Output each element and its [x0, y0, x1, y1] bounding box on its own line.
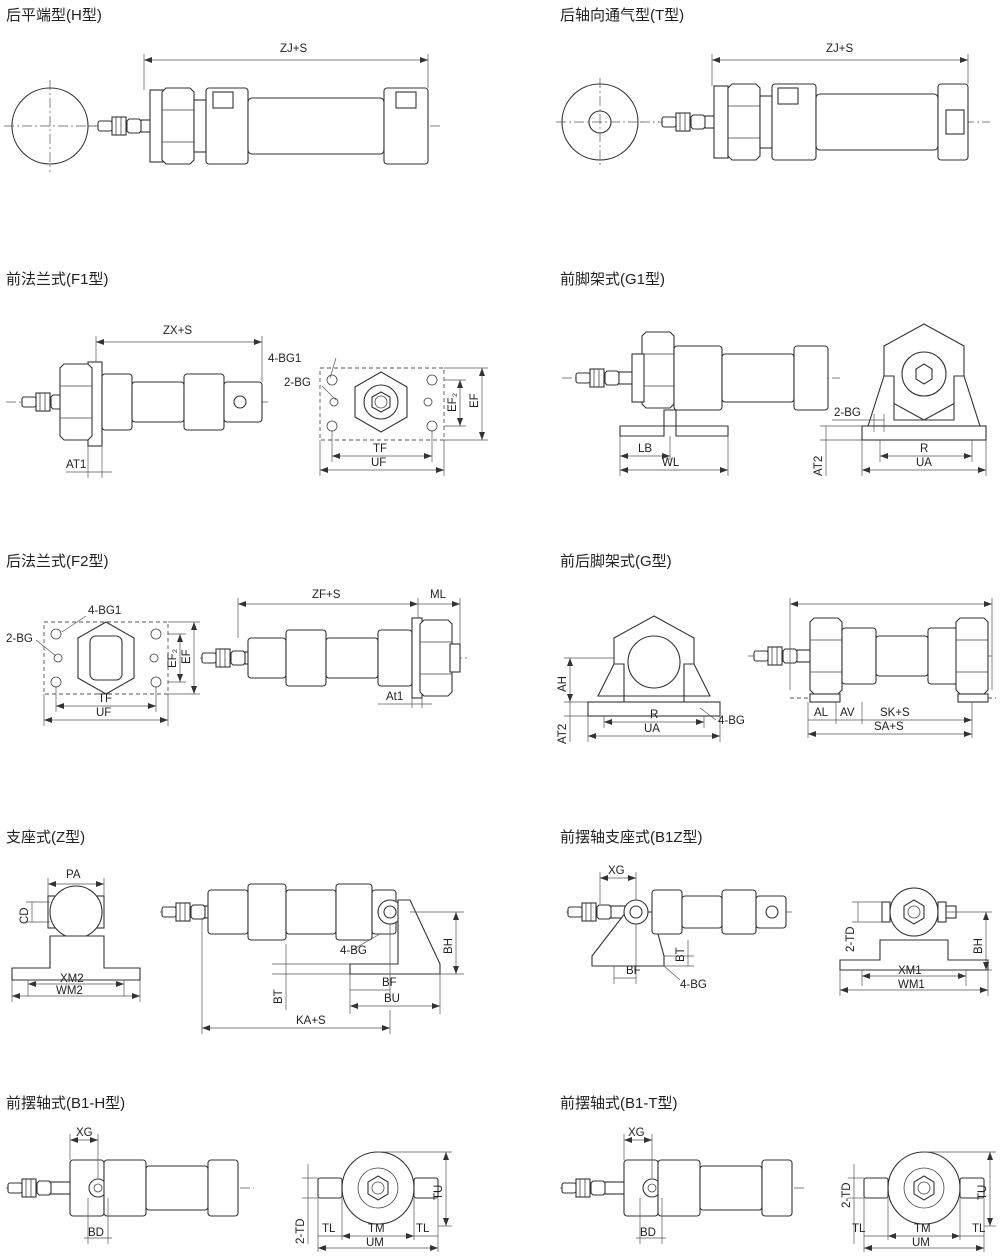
dim-label: TF	[98, 693, 112, 705]
dim-label: ZX+S	[163, 325, 192, 337]
dim-label: PA	[66, 869, 81, 881]
section-g1-type: 前脚架式(G1型) LB WL 2-BG AT2 R	[560, 271, 987, 476]
dim-label: EF	[181, 649, 193, 664]
dim-label: AT1	[66, 459, 86, 471]
dim-label: AV	[840, 707, 855, 719]
dim-label: XG	[76, 1127, 93, 1139]
dim-label: 4-BG	[680, 979, 707, 991]
dim-label: AT2	[557, 724, 569, 744]
dim-label: UF	[371, 457, 386, 469]
dim-label: AH	[557, 676, 569, 692]
dim-label: 2-BG	[284, 377, 311, 389]
dim-label: TL	[852, 1223, 866, 1235]
dim-label: BH	[973, 938, 985, 954]
dim-label: 2-TD	[845, 926, 857, 952]
dim-label: EF₂	[447, 393, 459, 412]
section-b1z-type: 前摆轴支座式(B1Z型) XG BT BF 4-BG	[560, 829, 992, 996]
dim-label: 2-TD	[295, 1218, 307, 1244]
section-g-type: 前后脚架式(G型) AH AT2 R UA 4-BG	[557, 553, 996, 744]
dim-label: 4-BG	[718, 715, 745, 727]
dim-label: EF₂	[167, 649, 179, 668]
section-title: 前法兰式(F1型)	[6, 271, 109, 288]
dim-label: CD	[19, 907, 31, 924]
dim-label: R	[650, 709, 658, 721]
dim-label: UM	[912, 1237, 930, 1249]
dim-label: XG	[608, 865, 625, 877]
section-title: 前后脚架式(G型)	[560, 553, 672, 570]
dim-label: WL	[662, 457, 680, 469]
dim-label: BT	[675, 947, 687, 962]
dim-label: TL	[416, 1223, 430, 1235]
dim-label: UA	[916, 457, 932, 469]
dim-label: At1	[386, 691, 403, 703]
dim-label: UA	[644, 723, 660, 735]
section-t-type: 后轴向通气型(T型) ZJ+S	[556, 7, 990, 166]
section-title: 前摆轴式(B1-H型)	[6, 1095, 125, 1112]
section-f2-type: 后法兰式(F2型) 4-BG1 2-BG EF₂ EF TF UF	[6, 553, 470, 726]
dim-label: AL	[814, 707, 829, 719]
dim-label: XG	[628, 1127, 645, 1139]
dim-label: TU	[977, 1185, 989, 1200]
dim-label: WM1	[898, 979, 925, 991]
dim-label: TU	[433, 1185, 445, 1200]
dim-label: LB	[638, 443, 652, 455]
dim-label: UM	[366, 1237, 384, 1249]
dim-label: 4-BG1	[88, 605, 121, 617]
dim-label: TM	[368, 1223, 385, 1235]
dim-label: ZJ+S	[826, 43, 853, 55]
dim-label: BT	[273, 989, 285, 1004]
dim-label: XM1	[898, 965, 922, 977]
dim-label: BU	[384, 993, 400, 1005]
section-title: 前脚架式(G1型)	[560, 271, 665, 288]
dim-label: TL	[972, 1223, 986, 1235]
dim-label: BH	[443, 938, 455, 954]
dim-label: 2-BG	[834, 407, 861, 419]
dim-label: UF	[96, 707, 111, 719]
dim-label: BD	[640, 1227, 656, 1239]
dim-label: 2-TD	[841, 1182, 853, 1208]
section-title: 后法兰式(F2型)	[6, 553, 109, 570]
section-f1-type: 前法兰式(F1型) ZX+S AT1 4-BG1 2-BG	[6, 271, 488, 478]
dim-label: 4-BG1	[268, 353, 301, 365]
section-h-type: 后平端型(H型) ZJ+S	[4, 7, 440, 172]
dim-label: R	[920, 443, 928, 455]
section-title: 前摆轴支座式(B1Z型)	[560, 829, 703, 846]
dim-label: ZJ+S	[280, 43, 307, 55]
section-title: 支座式(Z型)	[6, 829, 85, 846]
dim-label: 4-BG	[340, 945, 367, 957]
section-b1h-type: 前摆轴式(B1-H型) XG BD 2-TD TL	[6, 1095, 452, 1252]
dim-label: EF	[469, 393, 481, 408]
dim-label: KA+S	[296, 1015, 326, 1027]
dim-label: ML	[430, 589, 447, 601]
dim-label: WM2	[56, 985, 83, 997]
dim-label: TM	[914, 1223, 931, 1235]
section-title: 后平端型(H型)	[6, 7, 102, 24]
dim-label: ZF+S	[312, 589, 341, 601]
dim-label: AT2	[813, 456, 825, 476]
section-z-type: 支座式(Z型) PA CD XM2 WM2 4-BG	[6, 829, 464, 1034]
dim-label: TL	[322, 1223, 336, 1235]
dim-label: SK+S	[880, 707, 910, 719]
section-b1t-type: 前摆轴式(B1-T型) XG BD 2-TD TL	[560, 1095, 996, 1252]
dim-label: BF	[382, 977, 397, 989]
dim-label: XM2	[60, 973, 84, 985]
dim-label: BF	[626, 965, 641, 977]
section-title: 后轴向通气型(T型)	[560, 7, 684, 24]
dim-label: BD	[88, 1227, 104, 1239]
dim-label: 2-BG	[6, 633, 33, 645]
dim-label: SA+S	[874, 721, 904, 733]
section-title: 前摆轴式(B1-T型)	[560, 1095, 678, 1112]
dim-label: TF	[373, 443, 387, 455]
